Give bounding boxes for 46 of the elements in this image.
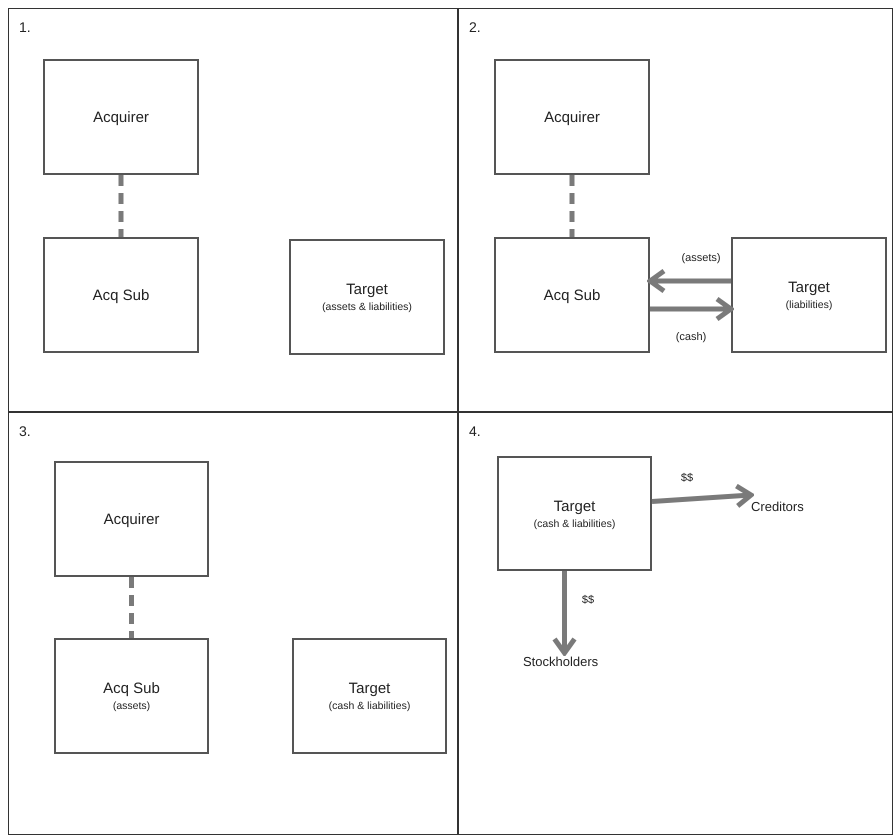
entity-name: Acquirer <box>104 510 160 528</box>
entity-box <box>494 59 650 175</box>
entity-name: Target <box>788 279 830 296</box>
arrow <box>650 296 734 322</box>
edge-label: $$ <box>580 594 596 606</box>
entity-box <box>43 59 199 175</box>
entity-name: Acq Sub <box>103 680 160 697</box>
panel <box>8 412 458 835</box>
panel-number: 4. <box>469 423 481 439</box>
arrow <box>552 571 577 656</box>
entity-name: Acquirer <box>544 108 600 126</box>
holdings-note: (assets) <box>112 700 150 712</box>
arrow <box>648 268 731 294</box>
entity-box <box>54 638 209 754</box>
entity-box <box>731 237 887 353</box>
entity-box <box>43 237 199 353</box>
holdings-note: (assets & liabilities) <box>322 301 412 313</box>
panel-number: 3. <box>19 423 31 439</box>
holdings-note: (cash & liabilities) <box>328 700 410 712</box>
entity-box <box>54 461 209 577</box>
dashed-connector <box>129 577 134 638</box>
entity-name: Acq Sub <box>92 286 150 304</box>
entity-name: Acq Sub <box>544 286 600 304</box>
entity-name: Target <box>348 680 390 697</box>
edge-label: (cash) <box>674 331 708 343</box>
party-name: Creditors <box>751 499 804 514</box>
entity-box <box>292 638 447 754</box>
panel-number: 2. <box>469 19 481 35</box>
entity-box <box>494 237 650 353</box>
panel <box>458 412 893 835</box>
entity-name: Acquirer <box>93 108 149 126</box>
panel <box>8 8 458 412</box>
holdings-note: (cash & liabilities) <box>534 518 616 530</box>
entity-box <box>289 239 445 355</box>
entity-box <box>497 456 652 571</box>
entity-name: Target <box>346 281 388 298</box>
edge-label: $$ <box>678 472 696 484</box>
panel <box>458 8 893 412</box>
dashed-connector <box>570 175 574 237</box>
holdings-note: (liabilities) <box>786 299 832 311</box>
edge-label: (assets) <box>679 252 723 264</box>
arrow <box>652 483 754 508</box>
party-name: Stockholders <box>523 654 598 669</box>
panel-number: 1. <box>19 19 31 35</box>
entity-name: Target <box>554 498 596 514</box>
dashed-connector <box>118 175 124 237</box>
